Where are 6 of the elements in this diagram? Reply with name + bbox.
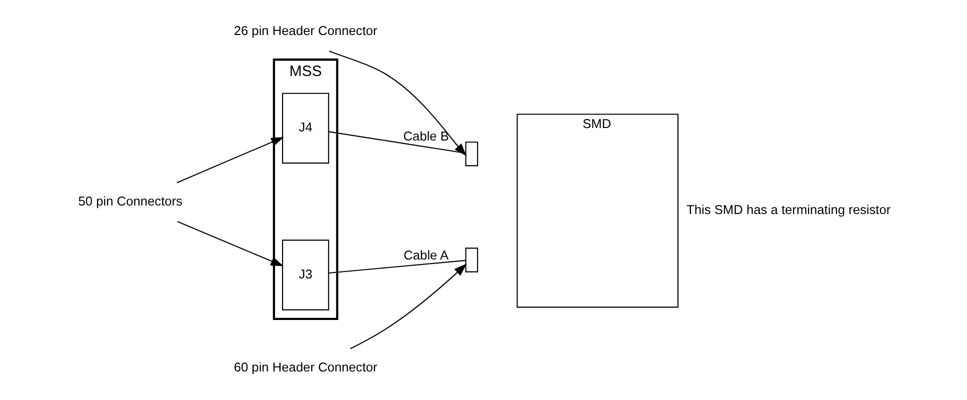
node-text: 50 pin Connectors <box>78 193 182 208</box>
node-label: This SMD has a terminating resistor <box>686 202 890 218</box>
node-text: 26 pin Header Connector <box>233 23 377 38</box>
node-text: 60 pin Header Connector <box>233 360 377 375</box>
edge-label: Cable A <box>403 248 448 263</box>
edge-label: Cable B <box>402 128 448 144</box>
